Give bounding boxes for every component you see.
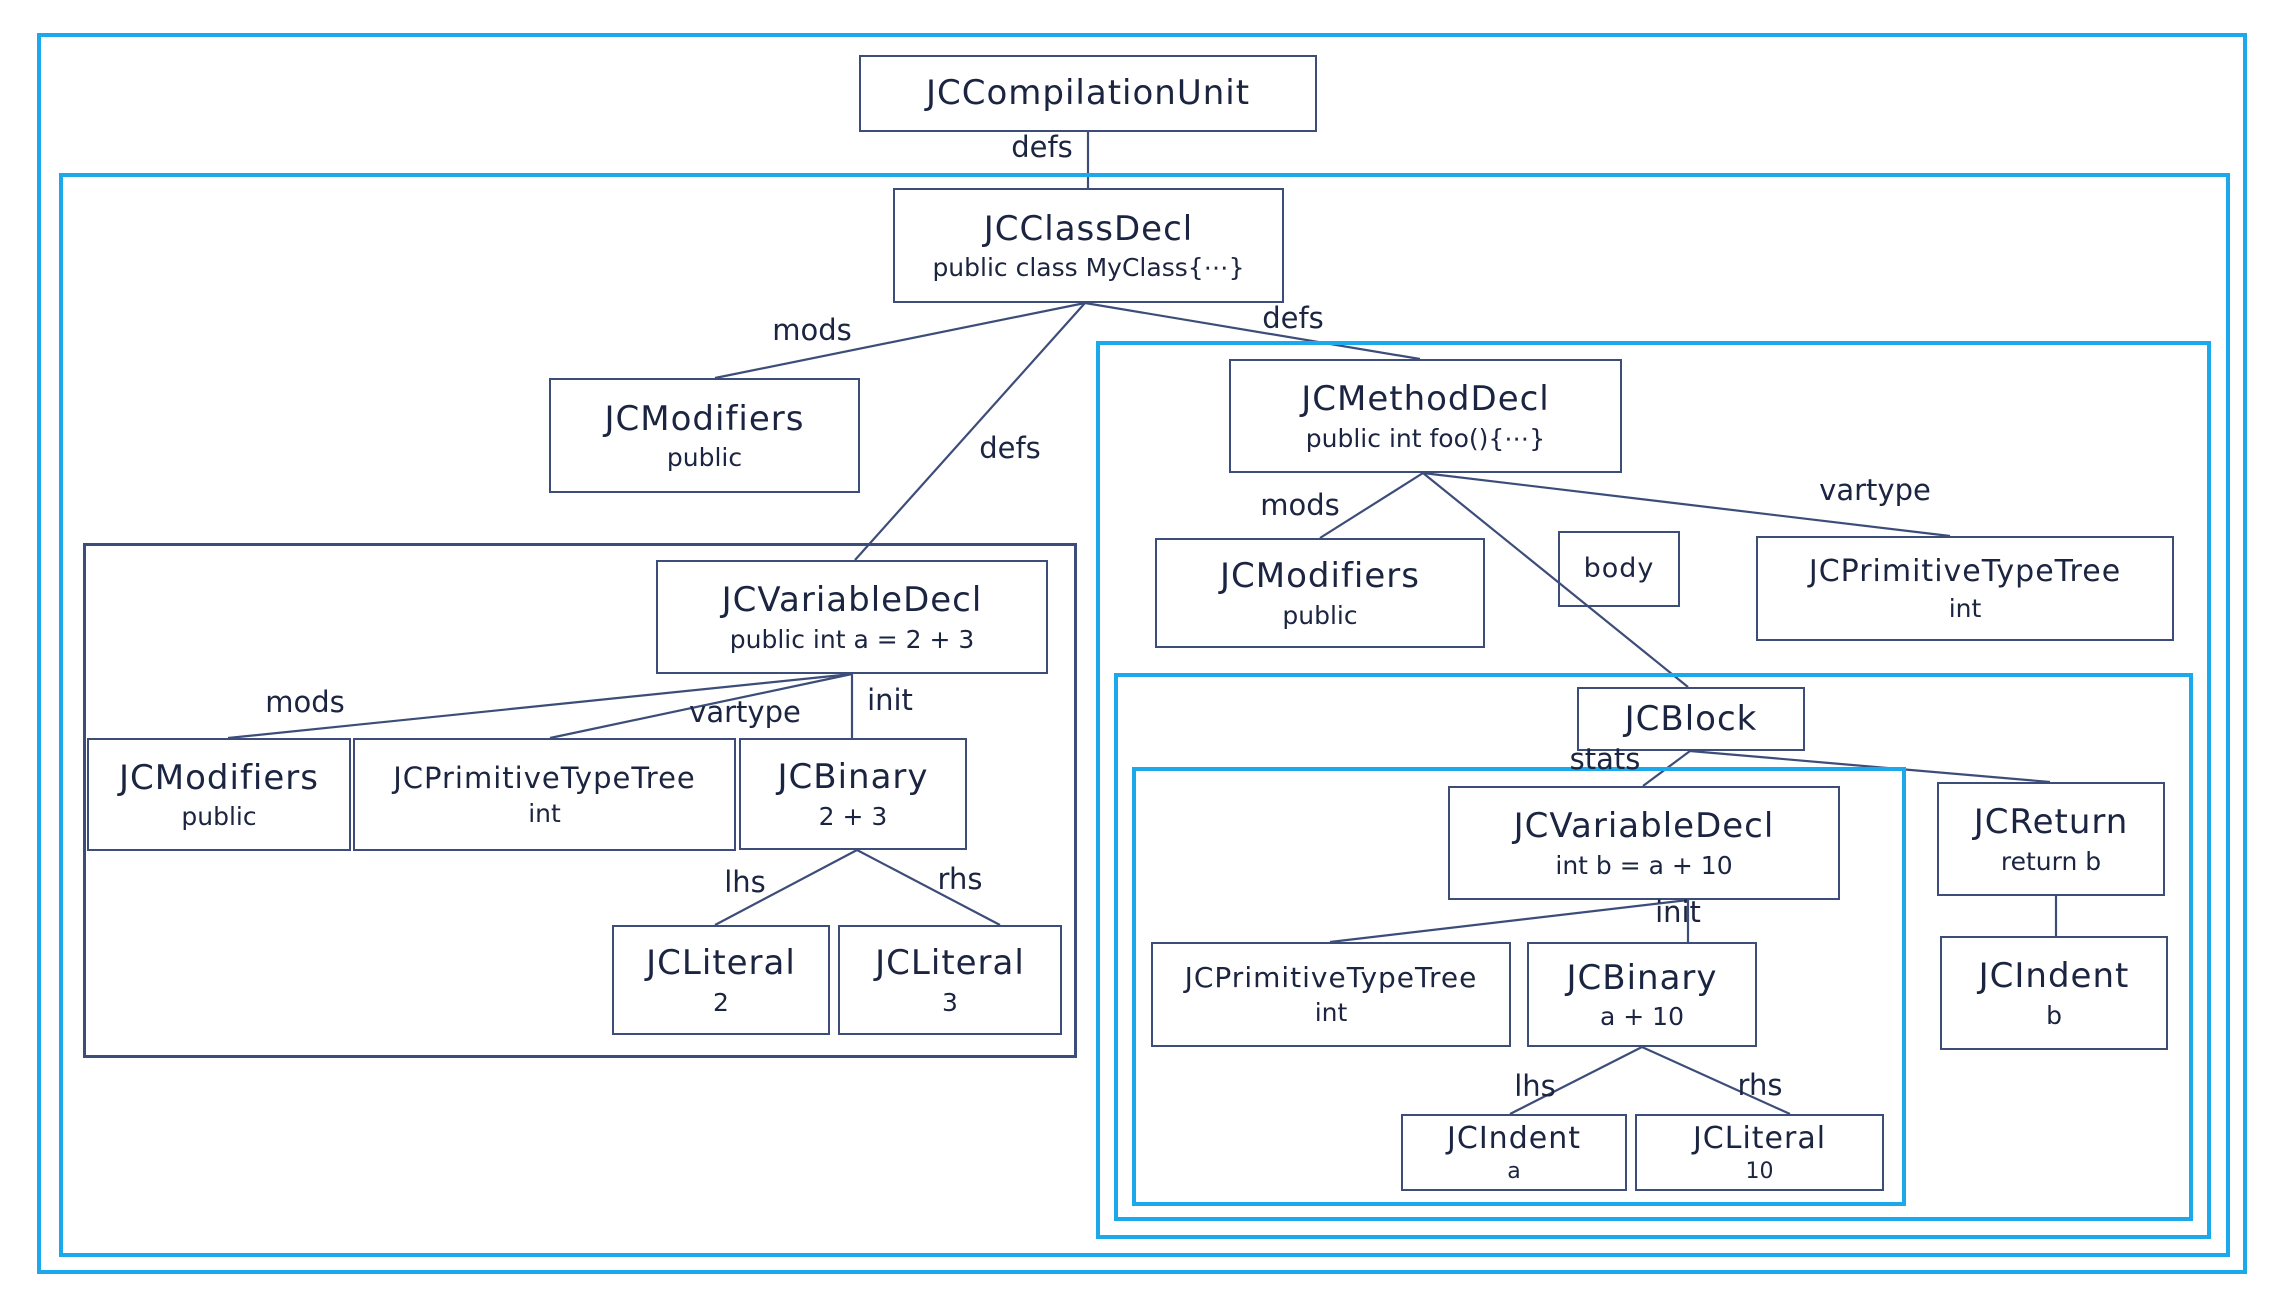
node-title: JCLiteral — [646, 943, 796, 984]
node-title: JCVariableDecl — [721, 580, 983, 621]
stats-scope-frame — [1132, 767, 1906, 1206]
edge-label-defs-var: defs — [979, 431, 1041, 465]
edge-label-init-var-b: init — [1655, 895, 1701, 929]
edge-block-return — [1689, 749, 2051, 784]
node-subtitle: public int foo(){⋯} — [1305, 423, 1546, 453]
node-title: JCLiteral — [1692, 1121, 1827, 1156]
node-title: JCModifiers — [1220, 556, 1420, 597]
edge-vardecla-modifiers — [227, 672, 853, 740]
node-title: JCIndent — [1447, 1121, 1581, 1156]
block-scope-frame — [1114, 673, 2193, 1221]
node-jccompilationunit: JCCompilationUnit — [859, 55, 1317, 132]
edge-label-vartype-var-a: vartype — [689, 695, 801, 729]
node-jcclassdecl: JCClassDecl public class MyClass{⋯} — [893, 188, 1284, 303]
node-title: JCIndent — [1978, 956, 2130, 997]
node-subtitle: int b = a + 10 — [1555, 850, 1733, 880]
edge-label-defs-top: defs — [1011, 130, 1073, 164]
node-title: JCCompilationUnit — [925, 73, 1251, 114]
node-subtitle: int — [528, 799, 561, 828]
edge-label-lhs-a: lhs — [724, 865, 766, 899]
class-scope-frame — [59, 173, 2230, 1257]
edge-label-mods-method: mods — [1260, 488, 1340, 522]
node-subtitle: int — [1314, 998, 1348, 1028]
node-subtitle: public — [181, 802, 257, 832]
node-title: JCPrimitiveTypeTree — [393, 760, 696, 795]
node-subtitle: 10 — [1745, 1158, 1774, 1184]
vardecl-scope-frame — [83, 543, 1077, 1058]
node-jcindent-a: JCIndent a — [1401, 1114, 1627, 1191]
node-subtitle: 3 — [942, 987, 958, 1017]
edge-binaryb-indenta — [1509, 1046, 1643, 1115]
edge-label-stats: stats — [1569, 742, 1641, 776]
node-title: body — [1583, 553, 1655, 585]
node-jcmodifiers-class: JCModifiers public — [549, 378, 860, 493]
node-title: JCLiteral — [875, 943, 1025, 984]
node-title: JCVariableDecl — [1513, 806, 1775, 847]
node-jcbinary-a: JCBinary 2 + 3 — [739, 738, 967, 850]
node-jcblock: JCBlock — [1577, 687, 1805, 751]
edge-classdecl-vardecl — [854, 302, 1086, 561]
edge-label-rhs-b: rhs — [1737, 1068, 1783, 1102]
node-jcvariabledecl-a: JCVariableDecl public int a = 2 + 3 — [656, 560, 1048, 674]
node-subtitle: public int a = 2 + 3 — [729, 624, 975, 654]
node-jcvariabledecl-b: JCVariableDecl int b = a + 10 — [1448, 786, 1840, 900]
node-subtitle: int — [1948, 593, 1982, 623]
node-jcprimitivetypetree-b: JCPrimitiveTypeTree int — [1151, 942, 1511, 1047]
node-title: JCModifiers — [604, 398, 805, 439]
node-subtitle: public class MyClass{⋯} — [932, 253, 1245, 283]
edge-label-rhs-a: rhs — [937, 862, 983, 896]
node-jcreturn: JCReturn return b — [1937, 782, 2165, 896]
node-subtitle: return b — [2000, 846, 2102, 876]
node-jcindent-b: JCIndent b — [1940, 936, 2168, 1050]
node-jcmodifiers-var-a: JCModifiers public — [87, 738, 351, 851]
edge-label-init-var-a: init — [867, 683, 913, 717]
node-subtitle: 2 + 3 — [818, 801, 888, 831]
node-jcliteral-10: JCLiteral 10 — [1635, 1114, 1884, 1191]
node-subtitle: 2 — [713, 987, 729, 1017]
node-title: JCMethodDecl — [1301, 379, 1550, 420]
edge-label-mods-class: mods — [772, 313, 852, 347]
node-subtitle: public — [666, 443, 743, 473]
node-jcliteral-3: JCLiteral 3 — [838, 925, 1062, 1035]
edge-vardecla-primtype — [549, 672, 853, 740]
edge-label-lhs-b: lhs — [1514, 1069, 1556, 1103]
edge-binarya-literal3 — [856, 849, 1001, 926]
node-jcmethoddecl: JCMethodDecl public int foo(){⋯} — [1229, 359, 1622, 473]
node-subtitle: a + 10 — [1600, 1002, 1684, 1032]
node-title: JCPrimitiveTypeTree — [1184, 961, 1478, 995]
edge-label-vartype-method: vartype — [1819, 473, 1931, 507]
edge-label-defs-method: defs — [1262, 301, 1324, 335]
node-subtitle: b — [2046, 1000, 2062, 1030]
edge-label-mods-var-a: mods — [265, 685, 345, 719]
edge-classdecl-modifiers — [714, 301, 1086, 380]
node-title: JCReturn — [1973, 802, 2129, 843]
edge-methoddecl-block — [1422, 472, 1689, 688]
node-jcliteral-2: JCLiteral 2 — [612, 925, 830, 1035]
edge-classdecl-methoddecl — [1084, 301, 1421, 361]
node-jcprimitivetypetree-method: JCPrimitiveTypeTree int — [1756, 536, 2174, 641]
node-title: JCBinary — [1566, 957, 1718, 998]
outer-frame — [37, 33, 2247, 1274]
node-title: JCBlock — [1624, 698, 1758, 739]
edge-binaryb-literal10 — [1641, 1045, 1791, 1116]
method-scope-frame — [1096, 341, 2211, 1239]
node-title: JCClassDecl — [983, 208, 1194, 249]
node-body-box: body — [1558, 531, 1680, 607]
edge-methoddecl-primtype — [1422, 471, 1951, 538]
edge-methoddecl-modifiers — [1319, 472, 1424, 539]
node-subtitle: a — [1507, 1158, 1521, 1184]
node-title: JCModifiers — [119, 757, 319, 798]
node-jcprimitivetypetree-a: JCPrimitiveTypeTree int — [353, 738, 736, 851]
node-jcbinary-b: JCBinary a + 10 — [1527, 942, 1757, 1047]
node-subtitle: public — [1282, 600, 1358, 630]
edge-binarya-literal2 — [714, 849, 858, 926]
node-title: JCBinary — [777, 757, 929, 798]
edge-vardeclb-primtype — [1329, 898, 1689, 944]
node-title: JCPrimitiveTypeTree — [1808, 554, 2122, 590]
node-jcmodifiers-method: JCModifiers public — [1155, 538, 1485, 648]
